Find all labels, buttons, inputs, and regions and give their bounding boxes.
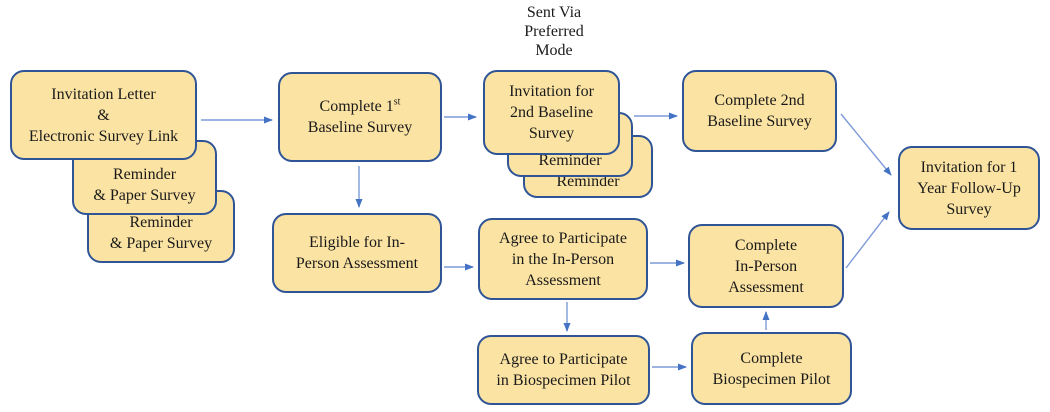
arrow-complete2nd-to-invitation1yr <box>840 113 892 176</box>
node-label-line: Invitation Letter <box>51 85 156 103</box>
node-label-line: Survey <box>528 125 575 142</box>
node-label-line: Baseline Survey <box>307 119 413 136</box>
node-label-line: Complete <box>740 349 803 367</box>
node-label-line: Agree to Participate <box>499 229 627 247</box>
node-label-line: 2nd Baseline <box>509 104 594 121</box>
node-label-line: Invitation for <box>509 83 594 100</box>
node-label-line: Reminder <box>112 166 177 183</box>
node-label-line: & <box>97 106 110 124</box>
node-label-line: Complete 1st <box>319 96 401 115</box>
node-label-line: Person Assessment <box>295 255 419 272</box>
node-label-line: Agree to Participate <box>499 351 628 368</box>
node-eligible-for-in-person-assessment: Eligible for In- Person Assessment <box>272 213 442 293</box>
node-agree-to-participate-in-person-assessment: Agree to Participate in the In-Person As… <box>478 218 648 300</box>
node-label-line: Year Follow-Up <box>917 179 1021 197</box>
sent-via-preferred-mode-note: Sent Via Preferred Mode <box>508 3 600 60</box>
node-invitation-2nd-baseline-survey: Invitation for 2nd Baseline Survey <box>483 70 620 155</box>
note-line: Mode <box>535 42 573 59</box>
node-complete-2nd-baseline-survey: Complete 2nd Baseline Survey <box>682 70 837 152</box>
node-invitation-letter: Invitation Letter & Electronic Survey Li… <box>10 70 197 160</box>
node-invitation-1-year-followup-survey: Invitation for 1 Year Follow-Up Survey <box>898 146 1040 230</box>
node-label-line: in the In-Person <box>511 250 615 268</box>
node-label-line: In-Person <box>734 257 798 275</box>
note-line: Sent Via <box>526 4 582 21</box>
node-label-line: Baseline Survey <box>707 113 812 130</box>
node-label-line: Assessment <box>525 271 601 289</box>
node-agree-to-participate-biospecimen-pilot: Agree to Participate in Biospecimen Pilo… <box>477 335 650 405</box>
note-line: Preferred <box>524 23 584 40</box>
node-label-line: & Paper Survey <box>93 187 196 204</box>
node-label-line: Assessment <box>728 278 804 296</box>
node-label-line: Complete 2nd <box>714 92 805 109</box>
node-complete-in-person-assessment: Complete In-Person Assessment <box>688 224 844 308</box>
node-label-line: & Paper Survey <box>109 235 213 252</box>
arrow-complete-inperson-to-invitation1yr <box>845 211 890 269</box>
node-label-line: Electronic Survey Link <box>28 127 179 145</box>
node-complete-biospecimen-pilot: Complete Biospecimen Pilot <box>691 332 852 405</box>
node-label-line: Eligible for In- <box>309 234 405 251</box>
node-label-line: Complete <box>734 236 798 254</box>
node-label-line: Reminder <box>556 173 620 190</box>
node-label-line: in Biospecimen Pilot <box>496 372 631 389</box>
node-label-line: Biospecimen Pilot <box>712 370 831 388</box>
node-label-line: Survey <box>946 200 992 218</box>
node-label-line: Reminder <box>538 152 602 169</box>
node-complete-1st-baseline-survey: Complete 1st Baseline Survey <box>278 72 442 162</box>
node-label-line: Invitation for 1 <box>920 158 1018 176</box>
superscript-st: st <box>393 96 401 108</box>
node-label-line: Reminder <box>129 214 193 231</box>
